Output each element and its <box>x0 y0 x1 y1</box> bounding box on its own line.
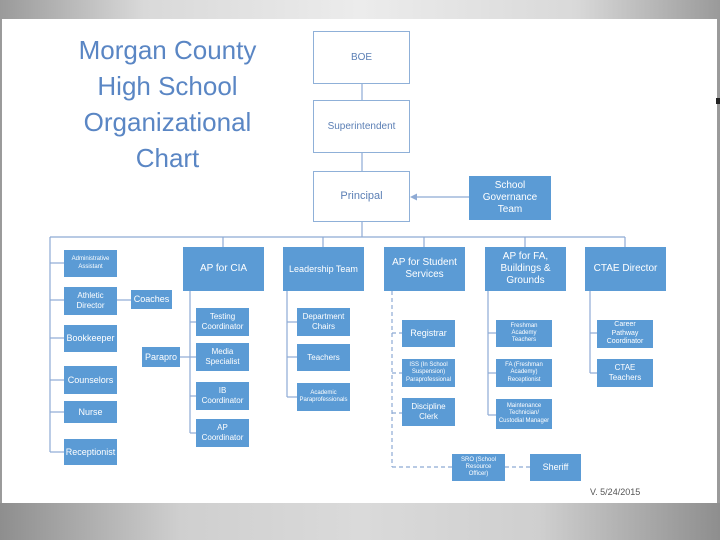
ap-student-services-label: AP for Student Services <box>392 257 457 280</box>
governance-label: School Governance Team <box>482 180 538 215</box>
teachers-label: Teachers <box>307 352 340 362</box>
testing-coordinator-box: Testing Coordinator <box>196 308 249 336</box>
ap-cia-label: AP for CIA <box>199 263 248 274</box>
registrar-label: Registrar <box>410 328 447 339</box>
ctae-director-box: CTAE Director <box>585 247 666 291</box>
receptionist-box: Receptionist <box>64 439 117 465</box>
counselors-box: Counselors <box>64 366 117 394</box>
receptionist-label: Receptionist <box>65 446 116 457</box>
sro-box: SRO (School Resource Officer) <box>452 454 505 481</box>
principal-box: Principal <box>313 171 410 222</box>
nurse-label: Nurse <box>78 406 103 417</box>
coaches-box: Coaches <box>131 290 172 309</box>
boe-box: BOE <box>313 31 410 84</box>
ap-coordinator-box: AP Coordinator <box>196 419 249 447</box>
admin-assistant-box: Administrative Assistant <box>64 250 117 277</box>
bookkeeper-label: Bookkeeper <box>66 333 115 344</box>
parapro-label: Parapro <box>144 351 178 362</box>
academic-paraprofessionals-box: Academic Paraprofessionals <box>297 383 350 411</box>
chart-title: Morgan County High School Organizational… <box>78 35 257 173</box>
parapro-box: Parapro <box>142 347 180 367</box>
department-chairs-label: Department Chairs <box>302 312 345 331</box>
career-pathway-label: Career Pathway Coordinator <box>606 321 644 346</box>
iss-paraprofessional-label: ISS (In School Suspension) Paraprofessio… <box>405 362 452 383</box>
academic-paraprofessionals-label: Academic Paraprofessionals <box>299 389 348 403</box>
leadership-team-box: Leadership Team <box>283 247 364 291</box>
teachers-box: Teachers <box>297 344 350 371</box>
discipline-clerk-box: Discipline Clerk <box>402 398 455 426</box>
principal-label: Principal <box>340 189 383 202</box>
ib-coordinator-label: IB Coordinator <box>201 386 244 405</box>
ap-cia-box: AP for CIA <box>183 247 264 291</box>
ap-student-services-box: AP for Student Services <box>384 247 465 291</box>
ctae-teachers-box: CTAE Teachers <box>597 359 653 387</box>
ctae-director-label: CTAE Director <box>593 263 658 274</box>
leadership-team-label: Leadership Team <box>289 263 358 274</box>
athletic-director-box: Athletic Director <box>64 287 117 315</box>
admin-assistant-label: Administrative Assistant <box>71 256 110 270</box>
nurse-box: Nurse <box>64 401 117 423</box>
registrar-box: Registrar <box>402 320 455 347</box>
iss-paraprofessional-box: ISS (In School Suspension) Paraprofessio… <box>402 359 455 387</box>
media-specialist-box: Media Specialist <box>196 343 249 371</box>
discipline-clerk-label: Discipline Clerk <box>411 402 446 421</box>
department-chairs-box: Department Chairs <box>297 308 350 336</box>
ap-coordinator-label: AP Coordinator <box>201 423 244 442</box>
ctae-teachers-label: CTAE Teachers <box>608 363 642 382</box>
ap-fa-label: AP for FA, Buildings & Grounds <box>500 251 551 286</box>
ap-fa-box: AP for FA, Buildings & Grounds <box>485 247 566 291</box>
freshman-receptionist-box: FA (Freshman Academy) Receptionist <box>496 359 552 387</box>
version-label: V. 5/24/2015 <box>590 487 641 497</box>
bookkeeper-box: Bookkeeper <box>64 325 117 352</box>
sheriff-box: Sheriff <box>530 454 581 481</box>
governance-box: School Governance Team <box>469 176 551 220</box>
superintendent-box: Superintendent <box>313 100 410 153</box>
freshman-teachers-box: Freshman Academy Teachers <box>496 320 552 347</box>
counselors-label: Counselors <box>67 374 114 385</box>
athletic-director-label: Athletic Director <box>76 291 105 310</box>
media-specialist-label: Media Specialist <box>205 347 240 366</box>
testing-coordinator-label: Testing Coordinator <box>201 312 244 331</box>
coaches-label: Coaches <box>133 294 170 305</box>
maintenance-box: Maintenance Technician/ Custodial Manage… <box>496 399 552 429</box>
edge-mark <box>716 98 720 104</box>
boe-label: BOE <box>350 51 373 63</box>
bottom-band <box>0 503 720 540</box>
freshman-receptionist-label: FA (Freshman Academy) Receptionist <box>505 362 543 383</box>
sro-label: SRO (School Resource Officer) <box>460 456 496 478</box>
superintendent-label: Superintendent <box>327 120 396 132</box>
sheriff-label: Sheriff <box>542 462 569 473</box>
career-pathway-box: Career Pathway Coordinator <box>597 320 653 348</box>
maintenance-label: Maintenance Technician/ Custodial Manage… <box>498 403 550 424</box>
ib-coordinator-box: IB Coordinator <box>196 382 249 410</box>
freshman-teachers-label: Freshman Academy Teachers <box>510 322 538 344</box>
